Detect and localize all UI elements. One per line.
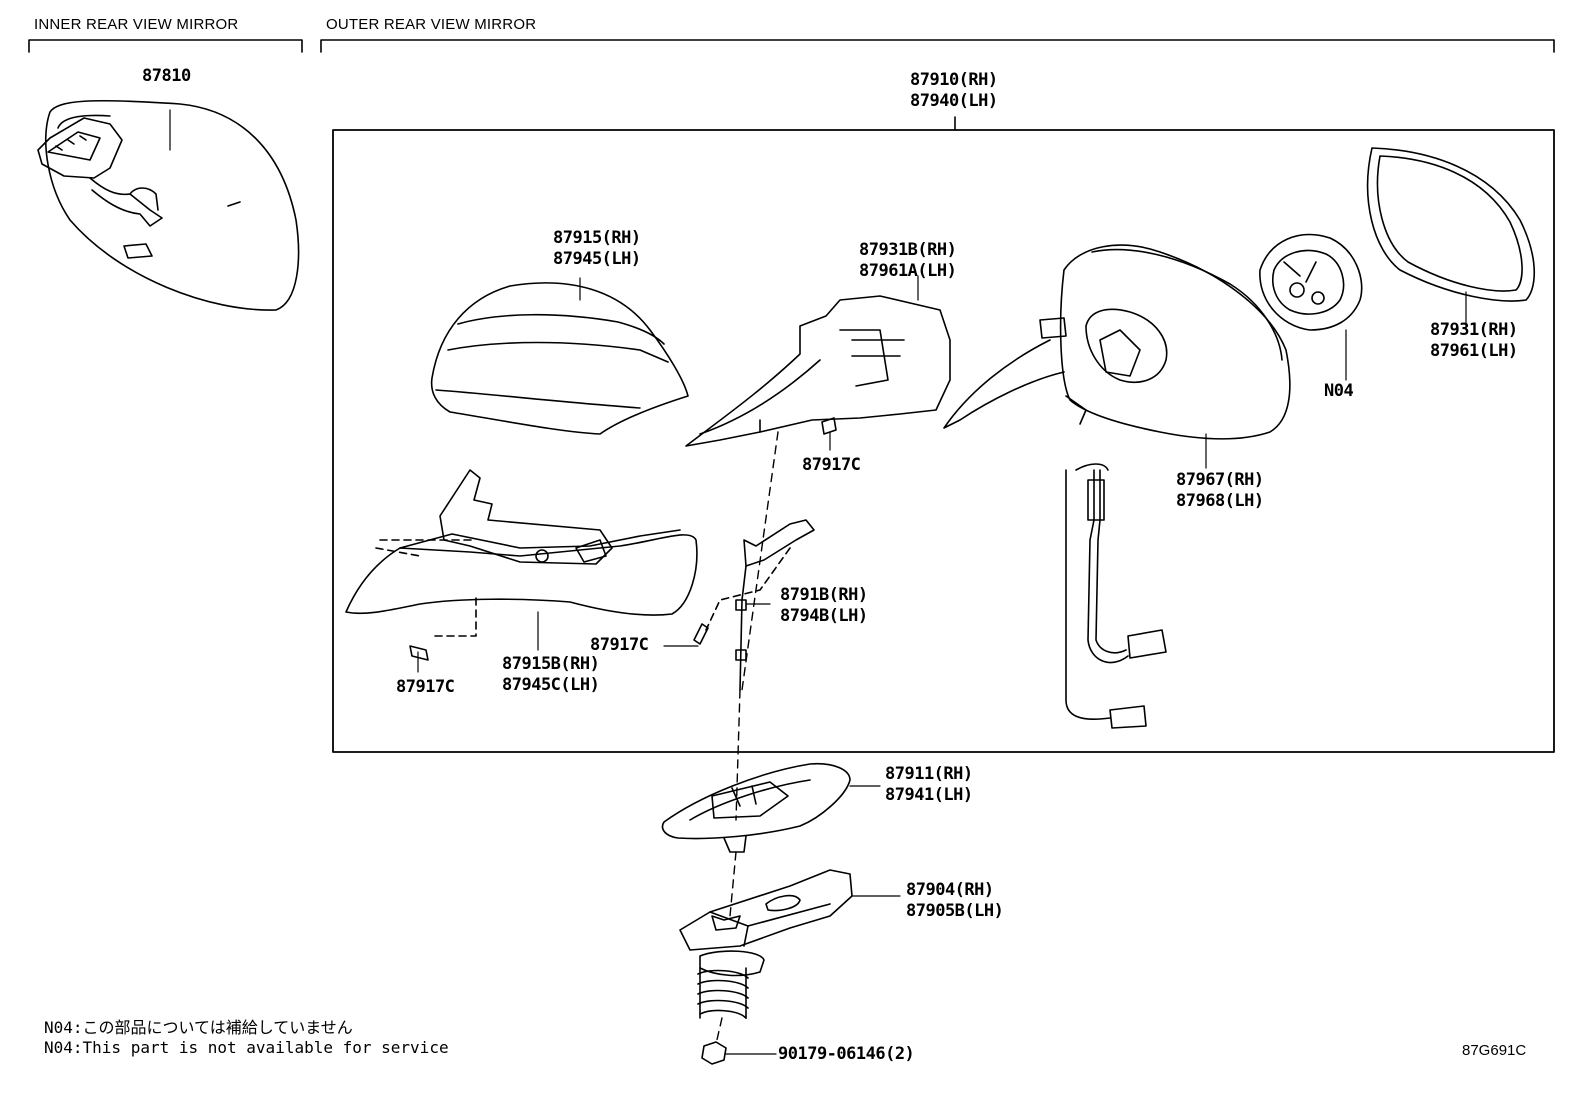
outer-assembly-frame: [332, 129, 1555, 753]
mirror-housing-drawing: [685, 275, 951, 451]
part-87917c-left: 87917C: [396, 677, 455, 697]
part-90179: 90179-06146(2): [778, 1044, 915, 1064]
part-87961: 87961(LH): [1430, 341, 1518, 361]
part-8791b: 8791B(RH): [780, 585, 868, 605]
part-87945: 87945(LH): [553, 249, 641, 269]
mirror-cover-drawing: [430, 277, 689, 435]
part-87931b: 87931B(RH): [859, 240, 957, 260]
actuator-drawing: [1259, 233, 1363, 381]
figure-code: 87G691C: [1462, 1042, 1527, 1059]
part-87940: 87940(LH): [910, 91, 998, 111]
visor-drawing: [943, 244, 1291, 469]
wire-harness-drawing: [1065, 463, 1167, 729]
pivot-drawing: [661, 762, 881, 853]
part-87931: 87931(RH): [1430, 320, 1518, 340]
part-87961a: 87961A(LH): [859, 261, 957, 281]
section-brackets: [28, 39, 1555, 53]
part-87945c: 87945C(LH): [502, 675, 600, 695]
harness-drawing: [705, 519, 815, 691]
section-label-outer: OUTER REAR VIEW MIRROR: [326, 16, 537, 33]
bellows-drawing: [697, 950, 765, 1019]
part-87910: 87910(RH): [910, 70, 998, 90]
mirror-glass-drawing: [1366, 147, 1536, 331]
inner-mirror-drawing: [37, 99, 300, 311]
screw-drawings: [409, 623, 709, 673]
bolt-drawing: [701, 1041, 777, 1065]
part-n04: N04: [1324, 381, 1354, 401]
dashed-axis: [715, 431, 779, 1045]
part-87967: 87967(RH): [1176, 470, 1264, 490]
part-87941: 87941(LH): [885, 785, 973, 805]
part-87904: 87904(RH): [906, 880, 994, 900]
note-english: N04:This part is not available for servi…: [44, 1038, 449, 1057]
note-japanese: N04:この部品については補給していません: [44, 1018, 353, 1037]
part-87917c-top: 87917C: [802, 455, 861, 475]
section-label-inner: INNER REAR VIEW MIRROR: [34, 16, 239, 33]
part-87915b: 87915B(RH): [502, 654, 600, 674]
part-87917c-mid: 87917C: [590, 635, 649, 655]
part-87911: 87911(RH): [885, 764, 973, 784]
part-87905b: 87905B(LH): [906, 901, 1004, 921]
part-8794b: 8794B(LH): [780, 606, 868, 626]
part-87915: 87915(RH): [553, 228, 641, 248]
base-drawing: [679, 869, 901, 951]
part-87810: 87810: [142, 66, 191, 86]
mirror-base-drawing: [345, 469, 698, 651]
part-87968: 87968(LH): [1176, 491, 1264, 511]
